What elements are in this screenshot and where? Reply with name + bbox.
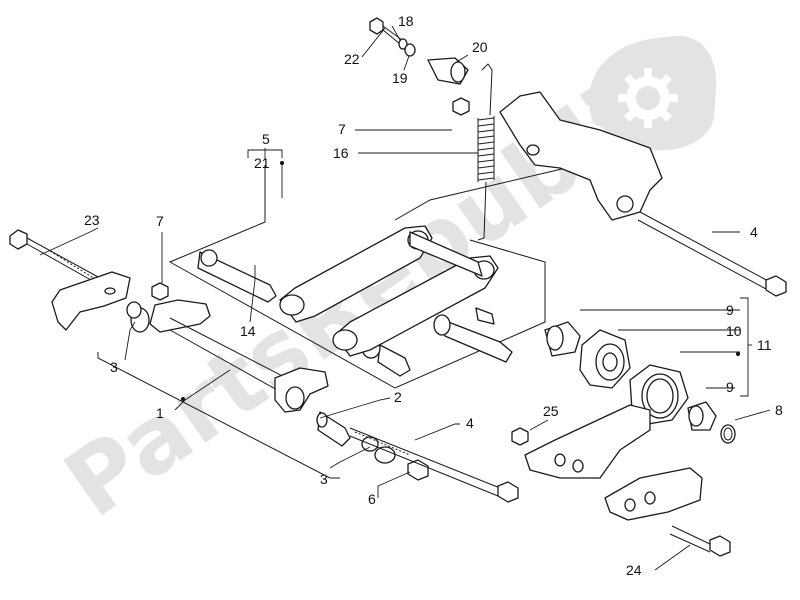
bushing-3-left	[126, 301, 150, 333]
callout-2: 2	[394, 389, 402, 405]
callout-3-left: 3	[110, 359, 118, 375]
callout-10: 10	[726, 323, 742, 339]
callout-9-lower: 9	[726, 379, 734, 395]
callout-3-lower: 3	[320, 471, 328, 487]
callout-8: 8	[775, 402, 783, 418]
bushing-9-lower	[687, 401, 717, 431]
callout-20: 20	[472, 39, 488, 55]
group-outlines	[97, 159, 601, 479]
callout-4-upper: 4	[750, 224, 758, 240]
callout-6: 6	[368, 491, 376, 507]
callout-4-lower: 4	[466, 415, 474, 431]
callout-24: 24	[626, 562, 642, 578]
nut-6	[407, 459, 429, 481]
sleeve-20	[427, 57, 469, 85]
callout-7-upper: 7	[338, 121, 346, 137]
pin-14-upper	[197, 249, 277, 303]
callout-23: 23	[84, 212, 100, 228]
bearing-10	[579, 329, 631, 389]
swing-arm-link	[279, 225, 499, 357]
nut-7-left	[151, 282, 169, 301]
callout-22: 22	[344, 51, 360, 67]
callout-5: 5	[262, 131, 270, 147]
callout-7-left: 7	[156, 213, 164, 229]
callout-21: 21	[254, 155, 270, 171]
bushing-3-lower	[361, 436, 396, 464]
callout-14: 14	[240, 323, 256, 339]
bolt-4-upper	[637, 211, 787, 297]
callout-19: 19	[392, 70, 408, 86]
bolt-23	[9, 229, 101, 285]
bolt-24	[669, 525, 731, 557]
bracket-left	[51, 271, 131, 331]
callout-11: 11	[757, 337, 772, 353]
bushing-9-upper	[544, 321, 581, 357]
spring-16	[477, 63, 495, 241]
nut-19	[404, 43, 416, 57]
nut-25	[511, 427, 529, 446]
washer-18	[398, 38, 408, 50]
leader-lines	[39, 25, 771, 571]
bracket-upper-right	[499, 91, 663, 221]
cross-tube-1	[149, 299, 329, 413]
nut-7-upper	[452, 97, 470, 116]
callout-16: 16	[333, 145, 349, 161]
callout-25: 25	[543, 403, 559, 419]
circlip-8	[720, 424, 736, 444]
callout-labels: 23 7 3 1 2 4 3 6 14 5 21 7 16 22 18 19 2…	[84, 13, 783, 578]
gear-icon	[589, 35, 717, 151]
callout-9-upper: 9	[726, 302, 734, 318]
reference-dots	[181, 161, 740, 401]
callout-1: 1	[156, 405, 164, 421]
bolt-4-lower	[349, 427, 519, 503]
stub-shafts	[433, 307, 513, 363]
bracket-lower-right	[524, 404, 703, 521]
callout-18: 18	[398, 13, 414, 29]
